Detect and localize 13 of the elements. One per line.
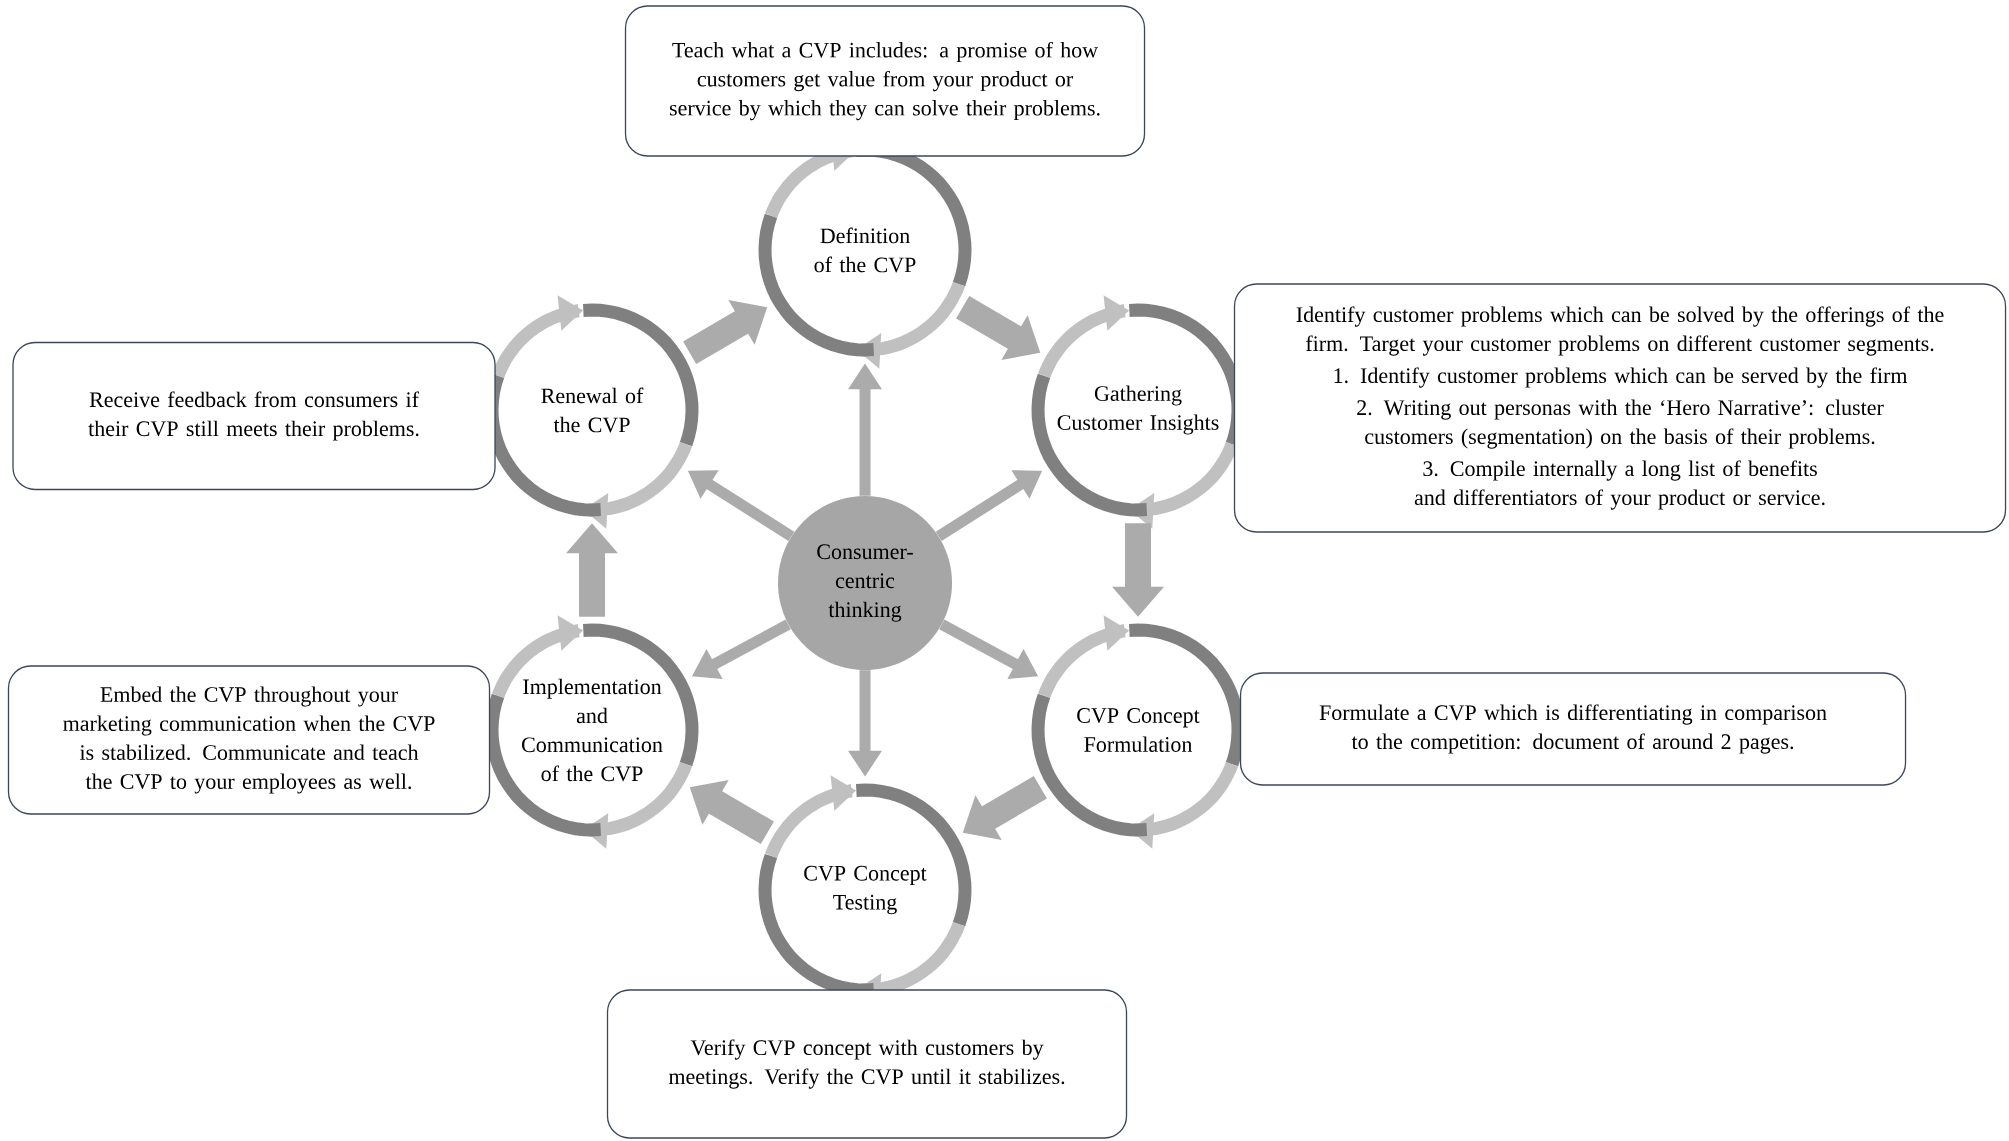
node-label: Renewal of the CVP bbox=[541, 387, 644, 433]
node-label: CVP Concept Formulation bbox=[1077, 708, 1200, 752]
node-label: Implementation and Communication of the CVP bbox=[522, 678, 663, 782]
node-label: CVP Concept Testing bbox=[804, 865, 927, 915]
text-box: Teach what a CVP includes: a promise of how customers get value from your product or service by which they can solve their problems. bbox=[624, 5, 1146, 157]
node-label: Gathering Customer Insights bbox=[1057, 385, 1219, 435]
text-box: Identify customer problems which can be solved by the offerings of the firm. Target your customer problems on different customer segments. 1. Identify customer problems which can be served by the firm 2. Writing out personas with the ‘Hero Narrative’: cluster customers (segmentation) on the basis of their problems. 3. Compile internally a long list of benefits and differentiators of your product or service. bbox=[1233, 283, 2007, 533]
text-box: Formulate a CVP which is differentiating in comparison to the competition: document of around 2 pages. bbox=[1239, 672, 1907, 786]
text-box: Receive feedback from consumers if their CVP still meets their problems. bbox=[12, 341, 496, 491]
text-box: Embed the CVP throughout your marketing communication when the CVP is stabilized. Communicate and teach the CVP to your employees as well. bbox=[7, 665, 491, 815]
circular-arrow-ring: CVP Concept Testing bbox=[756, 775, 974, 1009]
node-label: Definition of the CVP bbox=[814, 227, 916, 273]
text-box: Verify CVP concept with customers by meetings. Verify the CVP until it stabilizes. bbox=[606, 989, 1128, 1139]
